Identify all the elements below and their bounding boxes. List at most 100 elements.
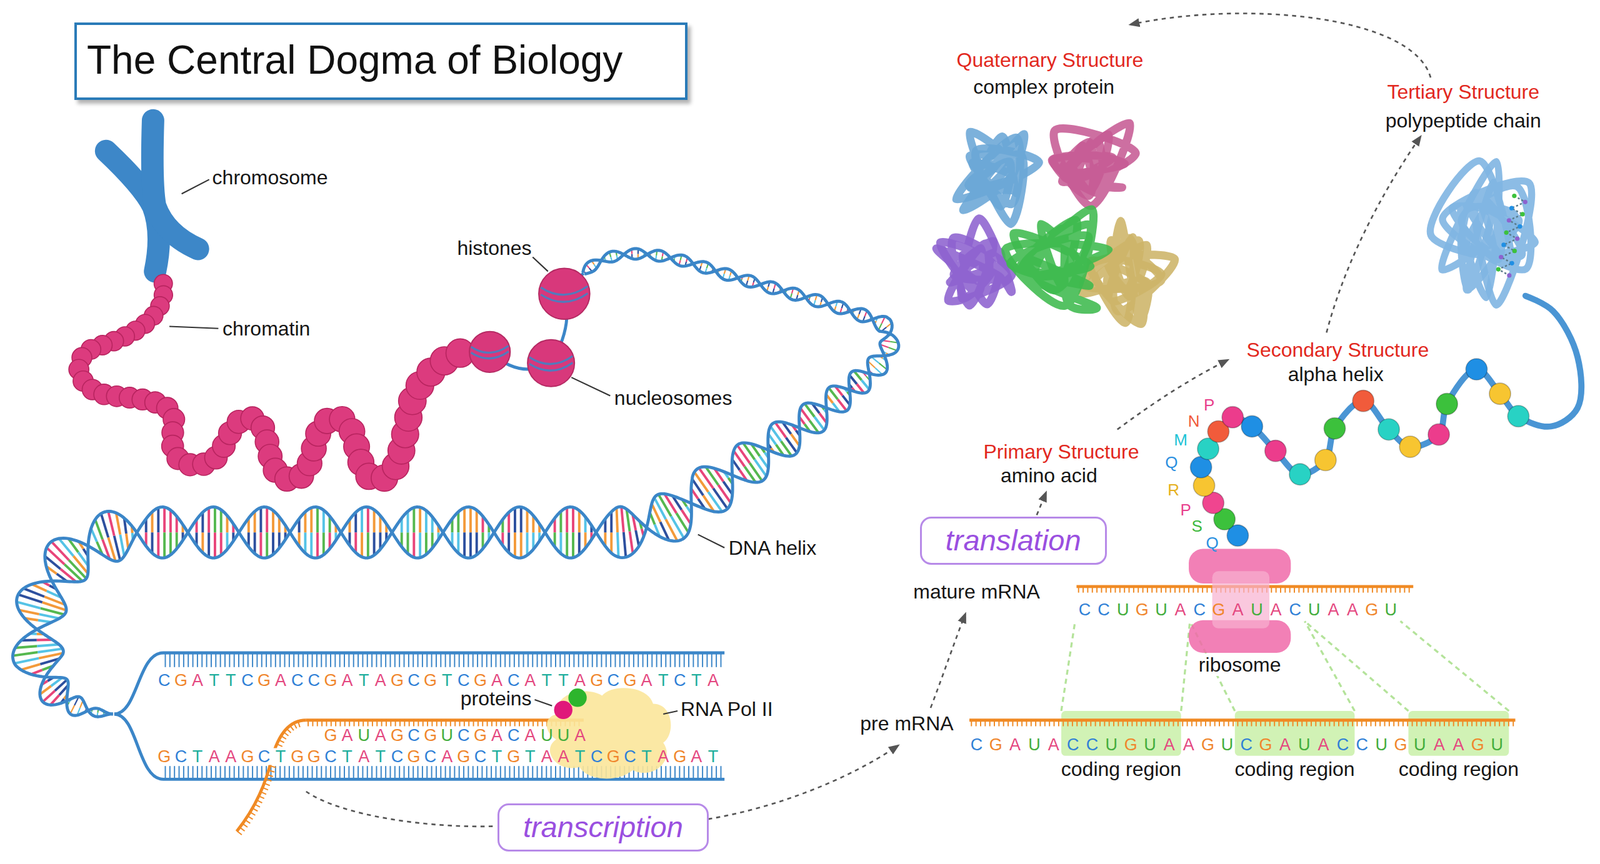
rna-tick <box>1353 587 1355 593</box>
strand-tick <box>192 654 194 668</box>
structure-heading: Quaternary Structure <box>956 50 1144 70</box>
strand-tick <box>371 654 373 668</box>
base-letter: A <box>438 748 456 766</box>
rna-tick <box>1292 721 1294 727</box>
strand-tick <box>692 766 694 779</box>
base-pair <box>14 658 39 664</box>
strand-tick <box>251 766 254 779</box>
base-pair <box>708 491 722 512</box>
strand-tick <box>343 654 345 668</box>
histone-wrap <box>540 286 588 295</box>
leader-line <box>571 377 610 396</box>
amino-acid-bead <box>1241 415 1263 437</box>
strand-tick <box>431 766 433 779</box>
rna-tick <box>500 721 502 727</box>
strand-tick <box>169 654 171 668</box>
rna-tick <box>276 744 283 747</box>
strand-tick <box>417 654 419 668</box>
strand-tick <box>445 654 447 668</box>
base-letter: C <box>1333 736 1353 754</box>
rna-tick <box>252 808 259 812</box>
rna-tick <box>1108 721 1110 727</box>
flow-arrow <box>930 614 966 709</box>
base-letter: T <box>222 671 240 689</box>
rna-tick <box>509 721 511 727</box>
base-letter: A <box>272 671 290 689</box>
strand-tick <box>233 766 235 779</box>
rna-tick <box>1145 721 1147 727</box>
splice-guide <box>1305 621 1409 712</box>
rna-tick <box>1122 721 1124 727</box>
base-pair <box>12 652 38 657</box>
rna-tick <box>367 721 369 727</box>
rna-tick <box>1301 721 1303 727</box>
base-pair <box>303 511 307 533</box>
rna-tick <box>998 721 1000 727</box>
base-letter: A <box>1228 601 1248 619</box>
rna-tick <box>528 721 530 727</box>
rna-tick <box>541 721 544 727</box>
base-letter: A <box>1043 736 1064 754</box>
label-wrap: ribosome <box>1195 653 1285 677</box>
rna-tick <box>1475 721 1477 727</box>
helix-motif-bead <box>1496 266 1501 272</box>
rna-tick <box>1156 587 1158 593</box>
base-letter: G <box>1256 736 1276 754</box>
label-wrap: Q <box>1165 454 1178 471</box>
rna-tick <box>260 791 267 795</box>
rna-tick <box>1159 721 1161 727</box>
rna-tick <box>1293 587 1295 593</box>
process-box: transcription <box>497 803 709 852</box>
strand-tick <box>531 766 534 779</box>
strand-tick <box>220 766 222 779</box>
rna-tick <box>1348 587 1350 593</box>
base-letter: G <box>621 671 639 689</box>
strand-tick <box>596 654 598 668</box>
rna-tick <box>1393 721 1395 727</box>
rna-tick <box>1316 587 1319 593</box>
label-wrap: Quaternary Structure <box>956 50 1144 70</box>
base-pair <box>163 532 166 558</box>
rna-tick <box>1296 721 1299 727</box>
base-letter: T <box>338 748 356 766</box>
base-letter: C <box>239 671 257 689</box>
amino-acid-bead <box>1399 436 1421 458</box>
base-pair <box>259 507 262 533</box>
strand-tick <box>715 654 717 668</box>
base-pair <box>559 511 562 534</box>
rna-tick <box>1283 721 1285 727</box>
strand-tick <box>224 766 226 779</box>
strand-tick <box>628 654 630 668</box>
strand-tick <box>486 766 488 779</box>
strand-tick <box>555 766 557 779</box>
base-letter: G <box>305 748 323 766</box>
rna-tick <box>1096 587 1098 593</box>
rna-tick <box>1390 587 1392 593</box>
strand-tick <box>697 766 699 779</box>
base-letter: A <box>1178 736 1199 754</box>
strand-tick <box>564 654 566 668</box>
rna-tick <box>236 831 242 835</box>
rna-tick <box>1425 721 1427 727</box>
rna-tick <box>307 721 309 727</box>
strand-tick <box>536 654 539 668</box>
rna-tick <box>1150 721 1152 727</box>
base-letter: G <box>505 748 522 766</box>
protein-subunit <box>1053 134 1125 196</box>
label-wrap: complex protein <box>973 76 1115 97</box>
process-label: translation <box>945 523 1082 558</box>
base-letter: C <box>388 748 406 766</box>
strand-tick <box>688 654 690 668</box>
rna-tick <box>1160 587 1162 593</box>
base-letter: G <box>405 748 423 766</box>
rna-tick <box>1379 721 1381 727</box>
rna-tick <box>1324 721 1326 727</box>
strand-tick <box>605 654 607 668</box>
rna-tick <box>1103 721 1105 727</box>
base-letter: A <box>538 748 556 766</box>
dna-backbone <box>16 248 899 717</box>
part-label: ribosome <box>1195 653 1285 677</box>
strand-tick <box>490 654 492 668</box>
base-pair <box>253 511 257 534</box>
base-letter: A <box>189 671 207 689</box>
